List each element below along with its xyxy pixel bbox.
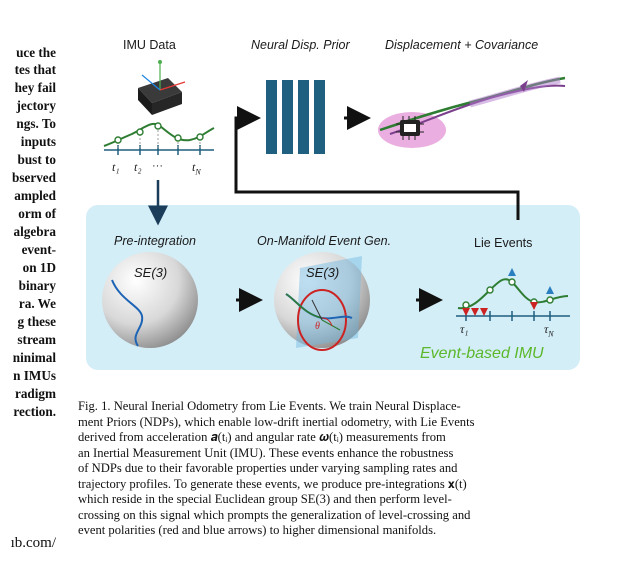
left-column-line: ngs. To <box>16 116 56 131</box>
left-column-text: uce the tes that hey fail jectory ngs. To inp… <box>0 0 60 584</box>
label-preintegration: Pre-integration <box>114 234 196 248</box>
label-neural-prior: Neural Disp. Prior <box>251 38 350 52</box>
left-column-line: g these <box>17 314 56 329</box>
angle-theta: θ <box>315 321 320 332</box>
left-column-line: bust to <box>17 152 56 167</box>
feedback-arrow <box>234 106 520 220</box>
imu-signal-plot <box>103 122 215 155</box>
caption-line: crossing on this signal which prompts th… <box>78 507 471 522</box>
left-column-line: orm of <box>18 206 56 221</box>
label-imu-data: IMU Data <box>123 38 176 52</box>
figure-caption: Fig. 1. Neural Inerial Odometry from Lie… <box>78 399 598 539</box>
left-column-line: ninimal <box>12 350 56 365</box>
left-column-line: tes that <box>14 62 56 77</box>
lie-events-plot <box>456 268 570 321</box>
sphere-right <box>274 252 370 351</box>
tick-tau1: τ₁ <box>460 322 469 336</box>
left-column-line: ra. We <box>18 296 56 311</box>
left-column-line: n IMUs <box>13 368 56 383</box>
left-column-line: hey fail <box>14 80 56 95</box>
left-column-line: on 1D <box>22 260 56 275</box>
tick-t2: t₂ <box>134 160 142 174</box>
caption-line: of NDPs due to their favorable propertie… <box>78 461 458 475</box>
tick-t1: t₁ <box>112 160 120 174</box>
caption-line: ment Priors (NDPs), which enable low-dri… <box>78 414 475 429</box>
left-column-line: event- <box>21 242 56 257</box>
label-event-based-imu: Event-based IMU <box>420 345 544 362</box>
left-column-line: stream <box>17 332 56 347</box>
left-column-line: algebra <box>13 224 57 239</box>
neural-network-icon <box>266 80 325 154</box>
left-column-line: inputs <box>20 134 56 149</box>
left-column-line: binary <box>18 278 56 293</box>
caption-line: derived from acceleration 𝒂(tᵢ) and angu… <box>78 430 446 444</box>
imu-device-icon <box>138 60 186 115</box>
label-displacement: Displacement + Covariance <box>385 38 539 52</box>
label-event-gen: On-Manifold Event Gen. <box>257 234 392 248</box>
left-column-line: bserved <box>12 170 56 185</box>
label-se3-right: SE(3) <box>306 265 340 280</box>
figure-graphic <box>86 60 580 370</box>
left-column-line: rection. <box>13 404 56 419</box>
left-column-line: ampled <box>14 188 56 203</box>
displacement-graphic <box>378 76 566 148</box>
caption-line: trajectory profiles. To generate these e… <box>78 476 467 491</box>
left-column-line: radigm <box>14 386 56 401</box>
caption-line: an Inertial Measurement Unit (IMU). Thes… <box>78 445 454 460</box>
tick-taun: τN <box>544 322 554 339</box>
sphere-left <box>102 252 198 348</box>
left-column-line: uce the <box>16 45 56 60</box>
left-column-line: jectory <box>16 98 56 113</box>
label-se3-left: SE(3) <box>134 265 168 280</box>
caption-line: event polarities (red and blue arrows) t… <box>78 523 437 537</box>
caption-line: Fig. 1. Neural Inerial Odometry from Lie… <box>78 399 461 413</box>
label-lie-events: Lie Events <box>474 236 533 250</box>
caption-line: which reside in the special Euclidean gr… <box>78 492 452 506</box>
left-column-link-fragment: ıb.com/ <box>10 535 56 551</box>
tick-dots: ··· <box>152 160 163 172</box>
tick-tn: tN <box>192 160 201 177</box>
figure-1: IMU Data Neural Disp. Prior Displacement… <box>86 38 580 370</box>
